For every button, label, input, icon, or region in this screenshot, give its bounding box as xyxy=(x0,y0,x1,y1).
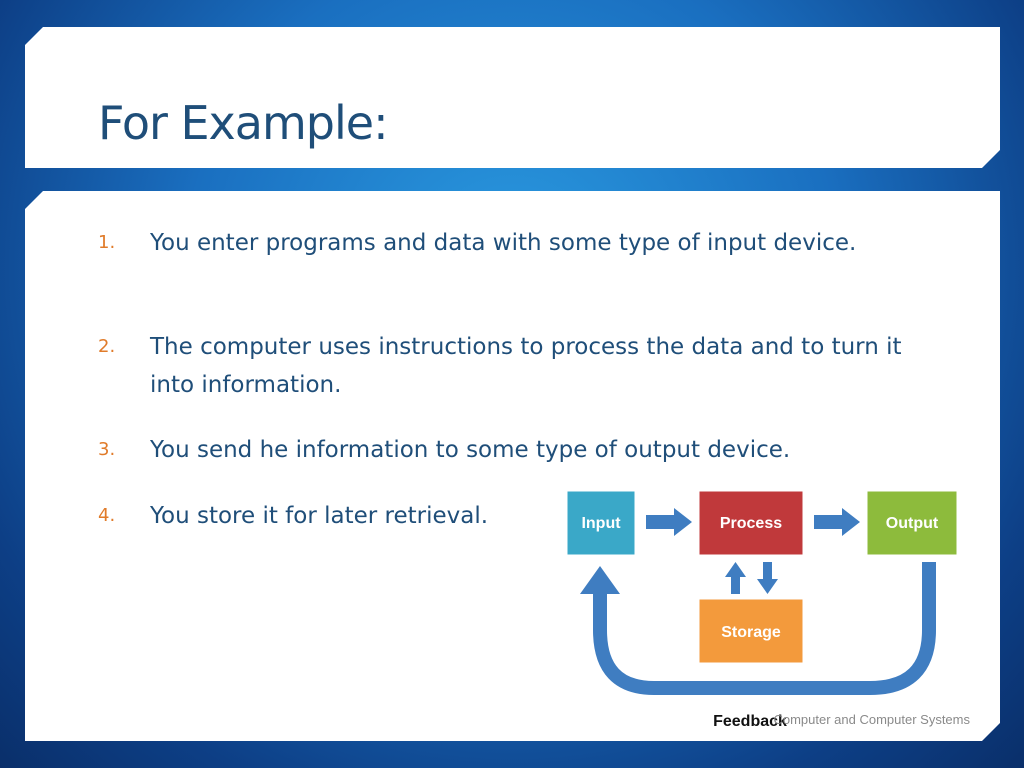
feedback-loop-arrow xyxy=(593,562,936,695)
list-number: 4. xyxy=(98,505,116,526)
list-text: You store it for later retrieval. xyxy=(150,503,489,529)
slide-footer: Computer and Computer Systems xyxy=(773,712,970,727)
list-text: The computer uses instructions to proces… xyxy=(150,334,902,398)
process-box xyxy=(696,488,806,558)
feedback-label: Feedback xyxy=(713,713,787,730)
output-label: Output xyxy=(886,515,939,532)
storage-label: Storage xyxy=(721,624,781,641)
arrow-process-output xyxy=(814,508,860,536)
title-panel xyxy=(25,27,1000,168)
input-box xyxy=(564,488,638,558)
input-label: Input xyxy=(581,515,621,532)
arrow-storage-up xyxy=(725,562,746,594)
content-panel xyxy=(25,191,1000,741)
list-text: You enter programs and data with some ty… xyxy=(150,230,857,256)
output-box xyxy=(864,488,960,558)
feedback-arrowhead xyxy=(580,566,620,594)
arrow-process-down xyxy=(757,562,778,594)
ipo-diagram: Input Process Output Storage Feedback xyxy=(564,488,960,730)
list-number: 1. xyxy=(98,232,116,253)
list-number: 2. xyxy=(98,336,116,357)
arrow-input-process xyxy=(646,508,692,536)
slide-title: For Example: xyxy=(98,96,389,150)
storage-box xyxy=(696,596,806,666)
process-label: Process xyxy=(720,515,782,532)
list-text: You send he information to some type of … xyxy=(150,437,791,463)
list-number: 3. xyxy=(98,439,116,460)
